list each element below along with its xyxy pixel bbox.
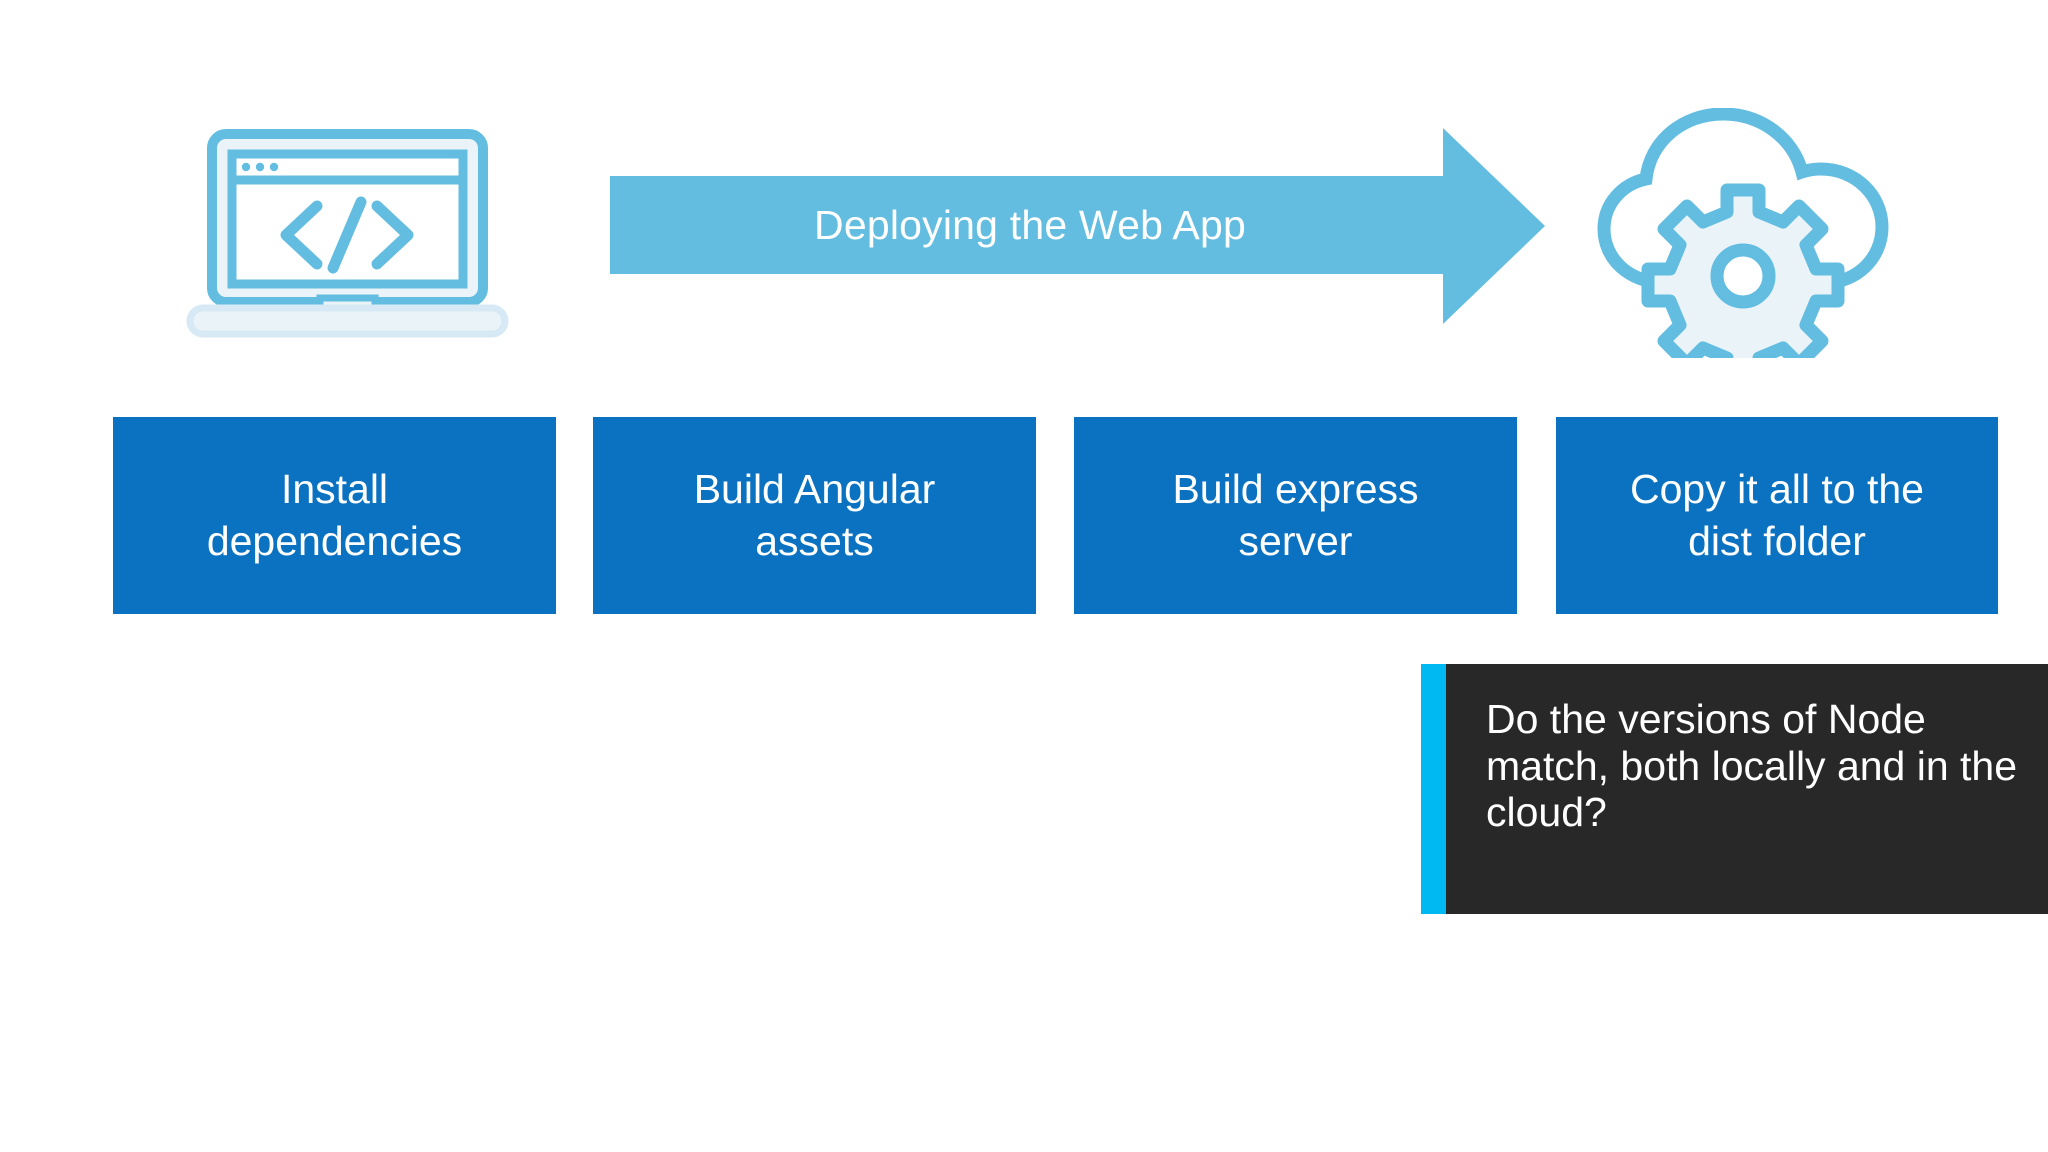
deploy-arrow: [610, 128, 1545, 324]
cloud-gear-icon: [1588, 107, 1898, 387]
callout-box: Do the versions of Node match, both loca…: [1421, 664, 2048, 914]
step-box-copy-to-dist-folder[interactable]: Copy it all to the dist folder: [1556, 417, 1998, 614]
callout-accent-bar: [1421, 664, 1446, 914]
step-box-label: Build Angular assets: [693, 465, 936, 564]
callout-body: Do the versions of Node match, both loca…: [1446, 664, 2048, 914]
step-box-build-angular-assets[interactable]: Build Angular assets: [593, 417, 1036, 614]
step-box-install-dependencies[interactable]: Install dependencies: [113, 417, 556, 614]
step-box-label: Build express server: [1172, 465, 1419, 564]
laptop-code-icon: [185, 128, 510, 338]
deploy-arrow-label: Deploying the Web App: [814, 201, 1246, 248]
step-box-label: Copy it all to the dist folder: [1630, 465, 1924, 564]
step-box-build-express-server[interactable]: Build express server: [1074, 417, 1517, 614]
callout-text: Do the versions of Node match, both loca…: [1486, 696, 2018, 836]
step-box-label: Install dependencies: [206, 465, 463, 564]
